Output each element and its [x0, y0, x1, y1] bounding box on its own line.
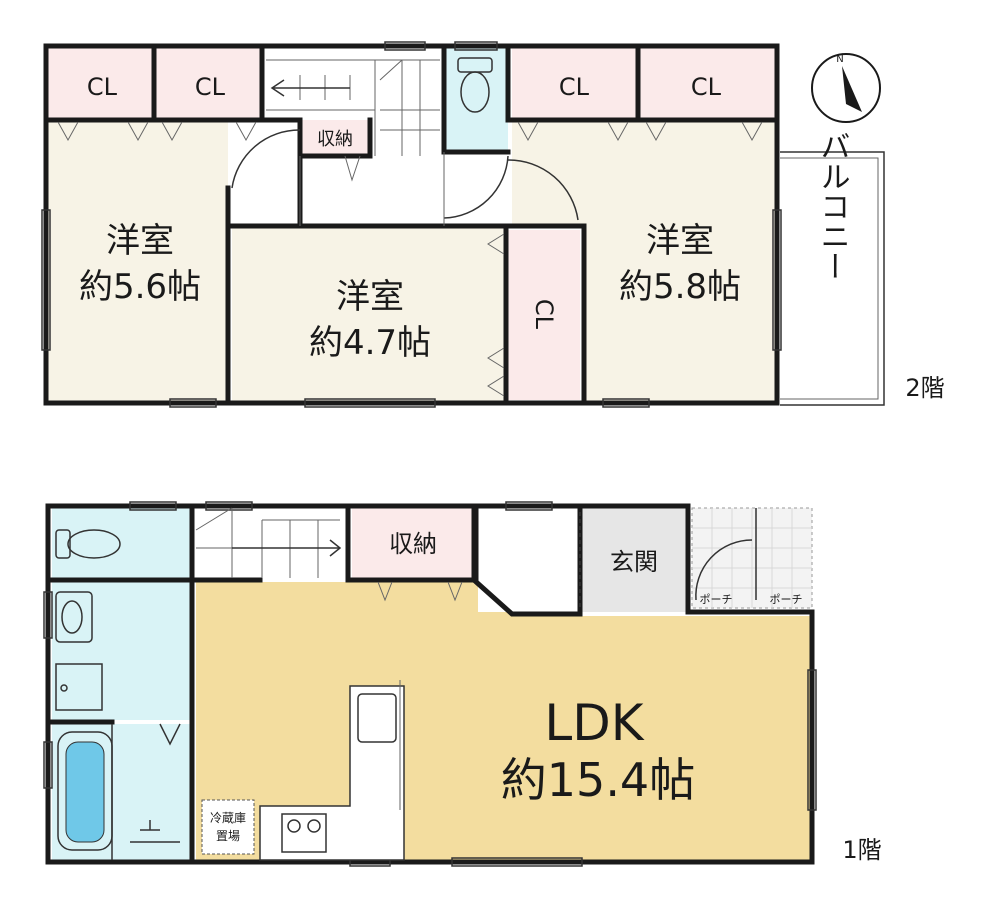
- west-room-area: [48, 120, 228, 402]
- staircase-2f: [266, 59, 440, 156]
- storage-2f-area: [300, 120, 370, 156]
- compass-north-label: N: [836, 54, 843, 65]
- windows-2f: [41, 41, 782, 408]
- closet-2-label: CL: [195, 73, 226, 101]
- east-room-area: [584, 120, 776, 402]
- closet-3-area: [512, 48, 636, 120]
- porch-label-2: ポーチ: [770, 593, 803, 606]
- balcony-outline: [780, 151, 885, 406]
- stairs-1f-area: [196, 508, 348, 578]
- ldk-size: 約15.4帖: [501, 753, 695, 807]
- fridge-label-line1: 冷蔵庫: [210, 811, 246, 825]
- closet-5-label: CL: [530, 299, 558, 330]
- closet-2-area: [156, 48, 260, 120]
- entrance-label: 玄関: [610, 548, 658, 576]
- porch-label-1: ポーチ: [700, 593, 733, 606]
- east-room-name: 洋室: [646, 221, 714, 261]
- hall-area: [478, 508, 578, 612]
- staircase-1f: [195, 507, 463, 602]
- fridge-label-line2: 置場: [216, 829, 240, 843]
- entrance-area: [580, 508, 686, 612]
- toilet-2f-icon: [457, 57, 493, 113]
- floor-2-outer-wall: [43, 43, 780, 406]
- floor-2-label: 2階: [905, 374, 944, 402]
- balcony-inner: [780, 157, 879, 400]
- center-room-area: [232, 228, 504, 402]
- compass-icon: N: [811, 53, 881, 123]
- washroom-area: [52, 582, 190, 720]
- toilet-1f-icon: [55, 529, 121, 559]
- fridge-space: 冷蔵庫 置場: [201, 799, 255, 855]
- closet-3-label: CL: [559, 73, 590, 101]
- storage-2f-label: 収納: [317, 129, 353, 150]
- closet-doors-2f: [57, 121, 763, 397]
- closet-1-area: [48, 48, 152, 120]
- east-room-size: 約5.8帖: [619, 267, 741, 307]
- storage-1f-label: 収納: [389, 530, 437, 558]
- washbasin-icon: [55, 591, 103, 711]
- floor-1-outer-wall: [45, 503, 815, 865]
- closet-1-label: CL: [87, 73, 118, 101]
- balcony-label: バルコニー: [815, 131, 850, 281]
- floor-1-inner-walls: [45, 503, 583, 865]
- closet-4-label: CL: [691, 73, 722, 101]
- toilet-2f-area: [444, 48, 508, 152]
- kitchen-counter: [259, 680, 405, 861]
- toilet-1f-area: [52, 508, 190, 578]
- storage-1f-area: [352, 508, 474, 578]
- porch-area: [691, 507, 813, 609]
- doors-2f: [231, 129, 579, 226]
- closet-4-area: [640, 48, 776, 120]
- floor-1-label: 1階: [842, 836, 881, 864]
- center-room-name: 洋室: [336, 277, 404, 317]
- center-room-size: 約4.7帖: [309, 323, 431, 363]
- windows-1f: [43, 501, 817, 867]
- ldk-name: LDK: [544, 694, 644, 752]
- floor-1: 冷蔵庫 置場 収納 玄関 ポーチ ポーチ LDK 約15.4帖 1階: [43, 501, 882, 867]
- west-room-name: 洋室: [106, 221, 174, 261]
- bathtub-icon: [57, 723, 181, 860]
- west-room-size: 約5.6帖: [79, 267, 201, 307]
- floor-2: CL CL CL CL CL 収納 洋室 約5.6帖 洋室 約4.7帖 洋室 約…: [41, 41, 945, 408]
- closet-5-area: [508, 230, 580, 400]
